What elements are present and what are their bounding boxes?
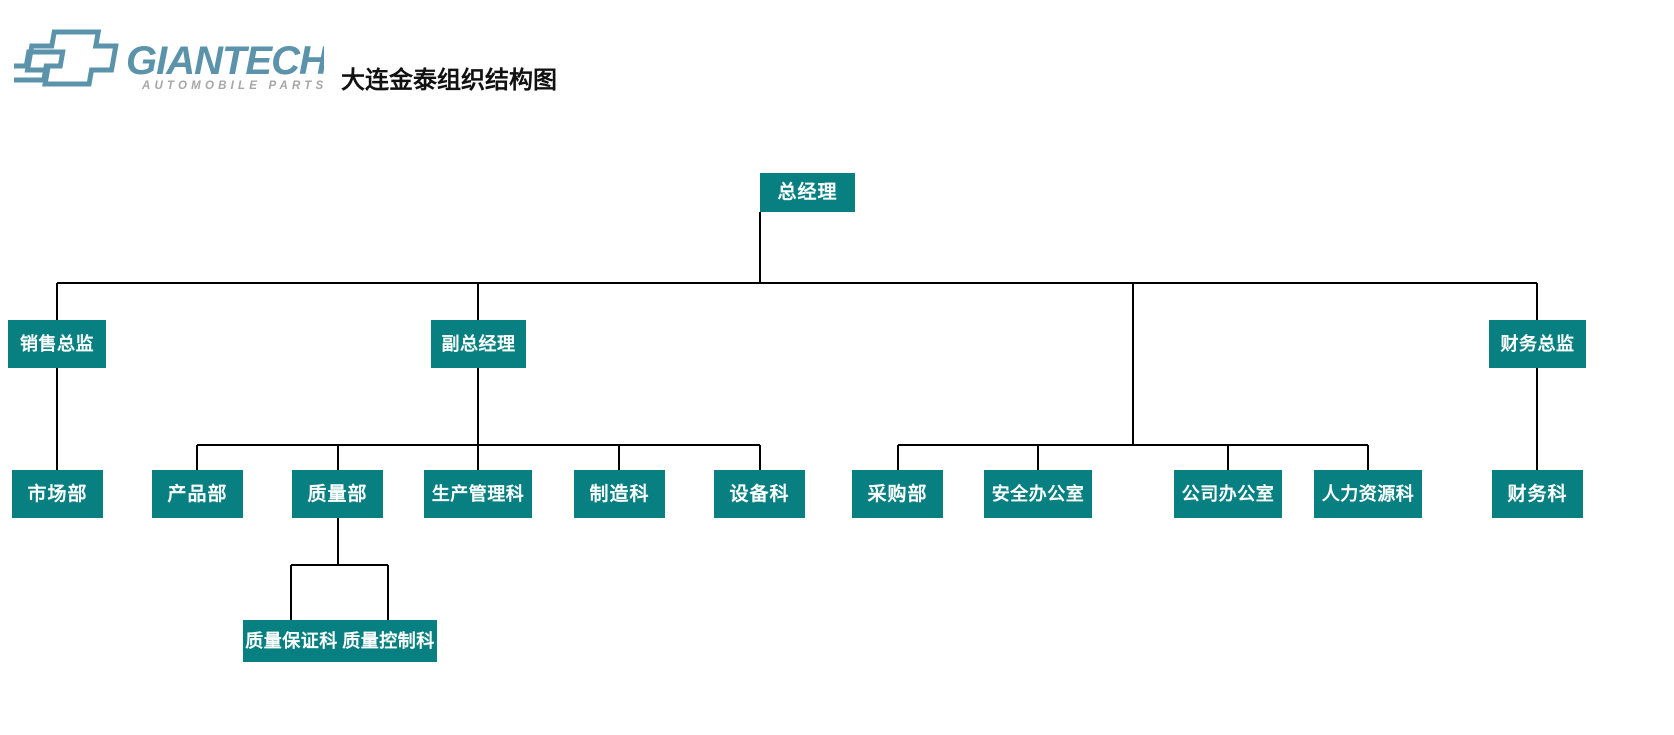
connector-sales-stem: [56, 368, 58, 470]
connector-drop-fin: [1536, 283, 1538, 320]
org-node-manufact[interactable]: 制造科: [574, 470, 665, 518]
connector-quality-stem: [337, 518, 339, 565]
org-node-quality[interactable]: 质量部: [292, 470, 383, 518]
org-node-finance[interactable]: 财务科: [1492, 470, 1583, 518]
org-node-label: 质量部: [307, 483, 368, 505]
connector-drop-corpoff: [1227, 445, 1229, 470]
org-node-label: 质量保证科: [245, 631, 338, 651]
connector-drop-purchase: [897, 445, 899, 470]
org-node-label: 副总经理: [441, 334, 516, 354]
org-node-sales_dir[interactable]: 销售总监: [8, 320, 106, 368]
org-node-equip[interactable]: 设备科: [714, 470, 805, 518]
connector-drop-quality: [337, 445, 339, 470]
connector-right-bus: [898, 444, 1368, 446]
org-node-market[interactable]: 市场部: [12, 470, 103, 518]
connector-fin-stem: [1536, 368, 1538, 470]
connector-drop-safety: [1037, 445, 1039, 470]
connector-drop-qc: [387, 565, 389, 620]
connector-drop-equip: [759, 445, 761, 470]
org-node-safety[interactable]: 安全办公室: [984, 470, 1092, 518]
connector-vice-bus: [197, 444, 760, 446]
org-node-label: 财务总监: [1500, 334, 1575, 354]
org-node-vice_gm[interactable]: 副总经理: [431, 320, 526, 368]
org-node-label: 市场部: [27, 483, 88, 505]
org-node-product[interactable]: 产品部: [152, 470, 243, 518]
connector-vice-stem: [477, 368, 479, 445]
org-node-label: 制造科: [589, 483, 650, 505]
connector-drop-hr: [1367, 445, 1369, 470]
org-node-prodmgmt[interactable]: 生产管理科: [424, 470, 532, 518]
org-node-fin_dir[interactable]: 财务总监: [1489, 320, 1586, 368]
page-title: 大连金泰组织结构图: [341, 68, 557, 94]
org-node-label: 设备科: [729, 483, 790, 505]
org-node-label: 生产管理科: [431, 484, 525, 504]
svg-text:GIANTECH: GIANTECH: [126, 39, 324, 83]
org-node-qc[interactable]: 质量控制科: [340, 620, 437, 662]
org-node-gm[interactable]: 总经理: [760, 173, 855, 212]
giantech-logo: GIANTECH AUTOMOBILE PARTS: [14, 22, 324, 100]
connector-drop-vice: [477, 283, 479, 320]
org-node-label: 产品部: [167, 483, 228, 505]
connector-gm-stem: [759, 212, 761, 283]
connector-drop-product: [196, 445, 198, 470]
org-node-label: 采购部: [867, 483, 928, 505]
connector-quality-bus: [291, 564, 388, 566]
org-node-label: 安全办公室: [991, 484, 1085, 504]
connector-drop-sales: [56, 283, 58, 320]
connector-drop-prodmgmt: [477, 445, 479, 470]
logo-tagline: AUTOMOBILE PARTS: [142, 80, 328, 92]
org-node-qa[interactable]: 质量保证科: [243, 620, 340, 662]
page-header: GIANTECH AUTOMOBILE PARTS 大连金泰组织结构图: [0, 0, 1674, 120]
org-node-label: 人力资源科: [1321, 484, 1415, 504]
connector-drop-manufact: [618, 445, 620, 470]
giantech-cross-logo: GIANTECH: [14, 29, 324, 87]
org-node-label: 质量控制科: [342, 631, 435, 651]
org-node-label: 总经理: [777, 182, 838, 203]
org-node-hr[interactable]: 人力资源科: [1314, 470, 1422, 518]
connector-drop-qa: [290, 565, 292, 620]
connector-drop-rightgrp: [1132, 283, 1134, 445]
org-node-purchase[interactable]: 采购部: [852, 470, 943, 518]
org-node-corpoff[interactable]: 公司办公室: [1174, 470, 1282, 518]
org-node-label: 财务科: [1507, 483, 1568, 505]
connector-level1-bus: [57, 282, 1537, 284]
org-node-label: 销售总监: [20, 334, 94, 354]
org-node-label: 公司办公室: [1181, 484, 1275, 504]
